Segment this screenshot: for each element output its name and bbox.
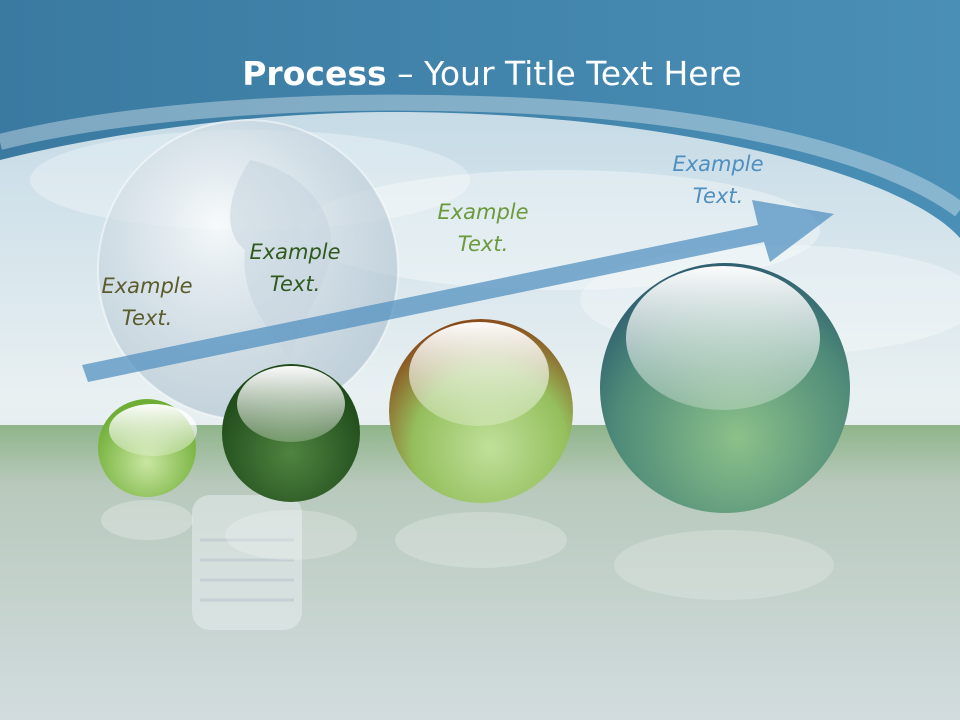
step-4-line1: Example	[672, 152, 764, 176]
step-1-line1: Example	[101, 274, 193, 298]
sphere-4	[600, 263, 850, 600]
sphere-3	[389, 319, 573, 568]
step-4-line2: Text.	[692, 184, 744, 208]
step-label-3: Example Text.	[403, 196, 563, 260]
title-rest: – Your Title Text Here	[386, 54, 742, 93]
step-3-line1: Example	[437, 200, 529, 224]
page-title: Process – Your Title Text Here	[0, 52, 960, 96]
step-3-line2: Text.	[457, 232, 509, 256]
step-2-line2: Text.	[269, 272, 321, 296]
step-2-line1: Example	[249, 240, 341, 264]
step-label-4: Example Text.	[638, 148, 798, 212]
step-1-line2: Text.	[121, 306, 173, 330]
step-label-2: Example Text.	[215, 236, 375, 300]
title-bold: Process	[242, 54, 387, 93]
step-label-1: Example Text.	[67, 270, 227, 334]
sphere-2	[222, 364, 360, 560]
sphere-1	[98, 399, 197, 540]
